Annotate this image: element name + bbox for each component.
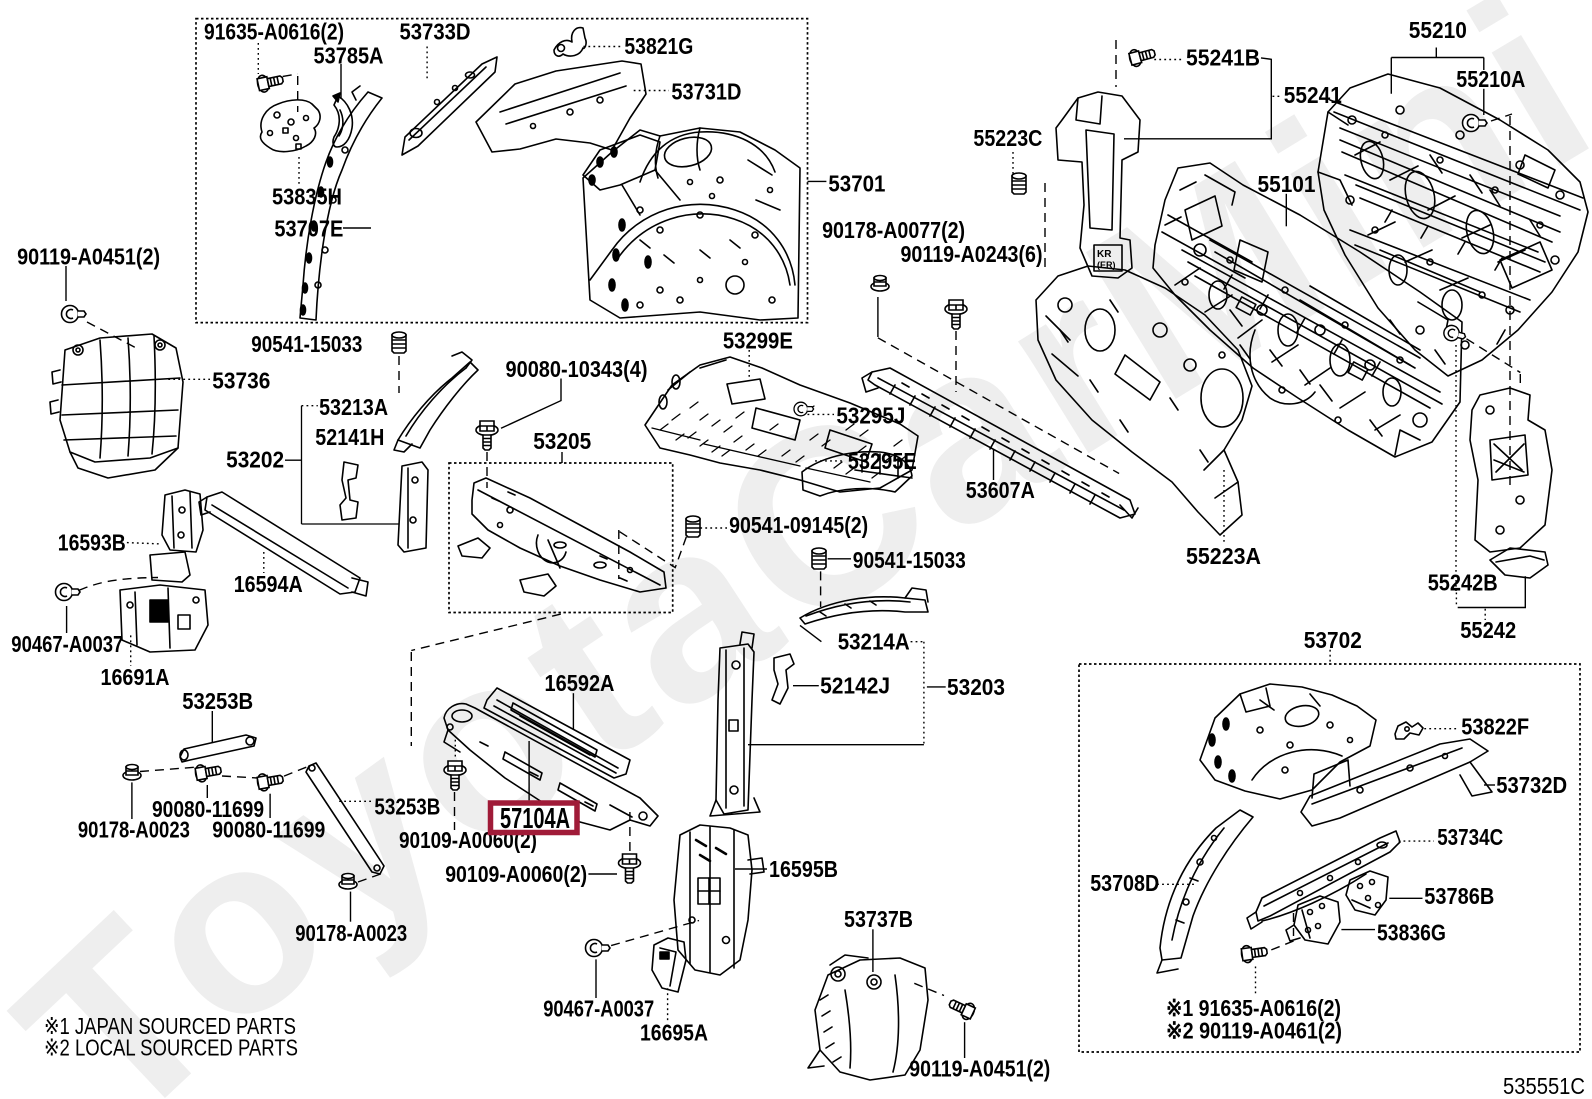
svg-text:53737B: 53737B: [844, 906, 913, 932]
svg-text:55223C: 55223C: [973, 125, 1042, 151]
svg-text:91635-A0616(2): 91635-A0616(2): [204, 18, 344, 44]
svg-text:※2 90119-A0461(2): ※2 90119-A0461(2): [1166, 1018, 1342, 1044]
svg-text:90119-A0451(2): 90119-A0451(2): [17, 243, 160, 269]
svg-text:53836G: 53836G: [1377, 919, 1446, 945]
svg-text:52141H: 52141H: [315, 424, 384, 450]
svg-text:53736: 53736: [212, 368, 270, 394]
svg-text:55241B: 55241B: [1186, 45, 1260, 71]
svg-text:90109-A0060(2): 90109-A0060(2): [445, 861, 587, 887]
svg-text:16594A: 16594A: [234, 571, 303, 597]
svg-text:※1 JAPAN SOURCED PARTS: ※1 JAPAN SOURCED PARTS: [44, 1013, 296, 1039]
svg-text:55210: 55210: [1409, 17, 1467, 43]
svg-text:53821G: 53821G: [624, 33, 693, 59]
svg-text:90119-A0243(6): 90119-A0243(6): [901, 241, 1043, 267]
svg-text:53708D: 53708D: [1090, 870, 1159, 896]
svg-text:53203: 53203: [947, 674, 1005, 700]
svg-text:(ER): (ER): [1097, 260, 1116, 270]
svg-text:16695A: 16695A: [640, 1019, 708, 1045]
svg-text:55242: 55242: [1460, 617, 1516, 643]
svg-text:55242B: 55242B: [1428, 570, 1498, 596]
svg-text:55210A: 55210A: [1456, 66, 1525, 92]
svg-text:90178-A0023: 90178-A0023: [78, 816, 190, 842]
svg-text:535551C: 535551C: [1503, 1073, 1585, 1099]
svg-text:53295J: 53295J: [836, 403, 905, 429]
svg-text:16595B: 16595B: [769, 856, 838, 882]
svg-text:90080-10343(4): 90080-10343(4): [506, 356, 648, 382]
svg-text:53253B: 53253B: [182, 688, 253, 714]
svg-text:90541-09145(2): 90541-09145(2): [729, 512, 868, 538]
svg-text:53732D: 53732D: [1496, 772, 1567, 798]
svg-text:55241: 55241: [1284, 82, 1342, 108]
svg-text:53733D: 53733D: [400, 18, 471, 44]
svg-text:53205: 53205: [533, 428, 591, 454]
svg-text:53822F: 53822F: [1461, 714, 1529, 740]
svg-text:53734C: 53734C: [1437, 824, 1503, 850]
svg-text:90541-15033: 90541-15033: [251, 331, 362, 357]
svg-text:16592A: 16592A: [545, 670, 615, 696]
svg-text:90467-A0037: 90467-A0037: [11, 631, 123, 657]
svg-text:55101: 55101: [1258, 171, 1316, 197]
svg-text:※2 LOCAL SOURCED PARTS: ※2 LOCAL SOURCED PARTS: [44, 1035, 298, 1061]
svg-text:90541-15033: 90541-15033: [853, 547, 966, 573]
svg-text:52142J: 52142J: [820, 673, 890, 699]
svg-text:55223A: 55223A: [1186, 543, 1261, 569]
svg-text:※1 91635-A0616(2): ※1 91635-A0616(2): [1166, 995, 1341, 1021]
svg-text:90080-11699: 90080-11699: [152, 796, 264, 822]
svg-text:53701: 53701: [828, 170, 885, 196]
svg-text:53786B: 53786B: [1424, 883, 1494, 909]
svg-text:53253B: 53253B: [374, 793, 440, 819]
svg-text:57104A: 57104A: [500, 803, 570, 835]
svg-text:53214A: 53214A: [838, 629, 910, 655]
svg-text:53702: 53702: [1304, 627, 1362, 653]
svg-text:53731D: 53731D: [671, 79, 741, 105]
svg-text:90467-A0037: 90467-A0037: [543, 995, 654, 1021]
svg-text:16691A: 16691A: [101, 664, 170, 690]
svg-text:53785A: 53785A: [314, 42, 384, 68]
svg-text:53607A: 53607A: [966, 477, 1035, 503]
svg-text:53299E: 53299E: [723, 327, 793, 353]
svg-text:53202: 53202: [226, 447, 284, 473]
svg-text:16593B: 16593B: [58, 530, 126, 556]
svg-text:90080-11699: 90080-11699: [212, 816, 325, 842]
svg-text:90178-A0023: 90178-A0023: [295, 920, 407, 946]
svg-text:90178-A0077(2): 90178-A0077(2): [822, 217, 965, 243]
svg-text:53213A: 53213A: [319, 394, 388, 420]
svg-text:90119-A0451(2): 90119-A0451(2): [909, 1056, 1050, 1082]
svg-text:KR: KR: [1097, 249, 1112, 260]
